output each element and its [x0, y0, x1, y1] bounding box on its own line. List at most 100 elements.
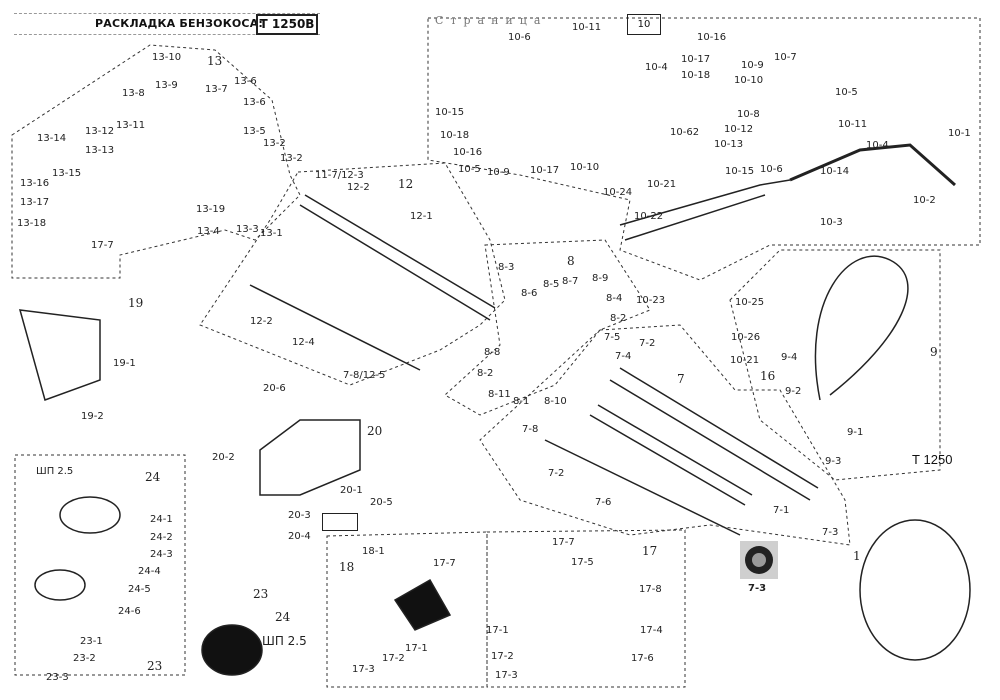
part-number-label: 7-2: [548, 468, 565, 479]
part-number-label: 10-16: [697, 32, 727, 43]
part-number-label: 13-17: [20, 197, 50, 208]
part-number-label: 10-6: [508, 32, 531, 43]
part-number-label: 18-1: [362, 546, 385, 557]
group-number-label: 1: [853, 549, 861, 563]
part-number-label: 24-5: [128, 584, 151, 595]
part-number-label: 13-7: [205, 84, 228, 95]
part-number-label: 10-9: [741, 60, 764, 71]
part-number-label: 19-1: [113, 358, 136, 369]
part-number-label: 7-8/12-5: [343, 370, 386, 381]
part-number-label: 13-1: [260, 228, 283, 239]
driveshaft-tube-12: [299, 194, 496, 321]
part-number-label: 24-1: [150, 514, 173, 525]
group-number-label: 8: [567, 254, 575, 268]
part-number-label: 13-15: [52, 168, 82, 179]
cable-10-3: [789, 143, 956, 187]
part-number-label: 17-8: [639, 584, 662, 595]
part-number-label: 13-5: [243, 126, 266, 137]
part-number-label: 8-4: [606, 293, 623, 304]
group-number-label: 12: [398, 177, 414, 191]
part-number-label: 13-6: [234, 76, 257, 87]
sheet-number: 10: [627, 14, 661, 35]
tube-7-6: [589, 404, 753, 506]
part-number-label: 17-7: [91, 240, 114, 251]
part-number-label: 13-14: [37, 133, 67, 144]
group-number-label: 18: [339, 560, 355, 574]
part-number-label: 8-5: [543, 279, 560, 290]
part-number-label: 10-17: [530, 165, 560, 176]
part-number-label: 10-7: [774, 52, 797, 63]
engine-1: [859, 519, 971, 661]
group-number-label: 23: [147, 659, 163, 673]
rod-7-2: [544, 439, 741, 536]
part-number-label: 10-16: [453, 147, 483, 158]
part-number-label: 24-2: [150, 532, 173, 543]
part-number-label: 10-10: [734, 75, 764, 86]
part-20-5-box: [322, 513, 358, 531]
part-number-label: 12-2: [250, 316, 273, 327]
part-number-label: 20-1: [340, 485, 363, 496]
header-bar: [14, 13, 320, 35]
part-number-label: 10-22: [634, 211, 664, 222]
part-number-label: 10-12: [724, 124, 754, 135]
boundary-13: [11, 44, 301, 279]
part-number-label: 10-17: [681, 54, 711, 65]
page-title: РАСКЛАДКА БЕНЗОКОСА:: [95, 17, 264, 30]
part-drawings: [18, 143, 971, 676]
part-number-label: 10-15: [725, 166, 755, 177]
part-number-label: 10-10: [570, 162, 600, 173]
part-number-label: 10-4: [866, 140, 889, 151]
part-number-label: 20-3: [288, 510, 311, 521]
photo-caption: 7-3: [748, 583, 767, 594]
group-number-label: 23: [253, 587, 269, 601]
guard-20: [259, 419, 361, 496]
part-number-label: 17-2: [382, 653, 405, 664]
part-number-label: 10-21: [730, 355, 760, 366]
part-number-label: 9-1: [847, 427, 864, 438]
boundary-24: [14, 454, 186, 676]
part-number-label: 10-2: [913, 195, 936, 206]
part-number-label: 8-9: [592, 273, 609, 284]
part-number-label: 13-19: [196, 204, 226, 215]
part-number-label: 13-2: [280, 153, 303, 164]
part-number-label: 9-4: [781, 352, 798, 363]
part-number-label: 13-16: [20, 178, 50, 189]
part-number-label: 10-62: [670, 127, 700, 138]
guard-19: [18, 309, 101, 401]
part-number-label: 17-5: [571, 557, 594, 568]
group-number-label: 24: [275, 610, 291, 624]
trimmer-head-23-photo: [201, 624, 263, 676]
part-number-label: 12-2: [347, 182, 370, 193]
part-number-label: 23-2: [73, 653, 96, 664]
part-number-label: 13-6: [243, 97, 266, 108]
part-number-label: 13-18: [17, 218, 47, 229]
part-number-label: 13-13: [85, 145, 115, 156]
part-number-label: 10-9: [487, 167, 510, 178]
page-word: Страница: [435, 14, 548, 27]
part-number-label: 10-4: [645, 62, 668, 73]
part-number-label: 20-4: [288, 531, 311, 542]
part-number-label: 24-6: [118, 606, 141, 617]
group-number-label: 20: [367, 424, 383, 438]
part-number-label: 7-2: [639, 338, 656, 349]
part-number-label: 10-23: [636, 295, 666, 306]
part-number-label: 8-10: [544, 396, 567, 407]
part-number-label: 17-3: [495, 670, 518, 681]
part-number-label: 10-13: [714, 139, 744, 150]
part-number-label: 10-3: [820, 217, 843, 228]
part-number-label: 24-4: [138, 566, 161, 577]
group-number-label: 19: [128, 296, 144, 310]
part-number-label: 8-2: [477, 368, 494, 379]
part-number-label: 10-18: [440, 130, 470, 141]
part-number-label: 7-1: [773, 505, 790, 516]
part-number-label: 12-4: [292, 337, 315, 348]
part-number-label: 13-8: [122, 88, 145, 99]
part-number-label: 13-10: [152, 52, 182, 63]
part-number-label: 10-11: [838, 119, 868, 130]
handle-bar-10: [619, 179, 791, 241]
part-number-label: 9-2: [785, 386, 802, 397]
part-number-label: 13-2: [263, 138, 286, 149]
part-number-label: 8-2: [610, 313, 627, 324]
part-number-label: 10-24: [603, 187, 633, 198]
part-number-label: 7-6: [595, 497, 612, 508]
